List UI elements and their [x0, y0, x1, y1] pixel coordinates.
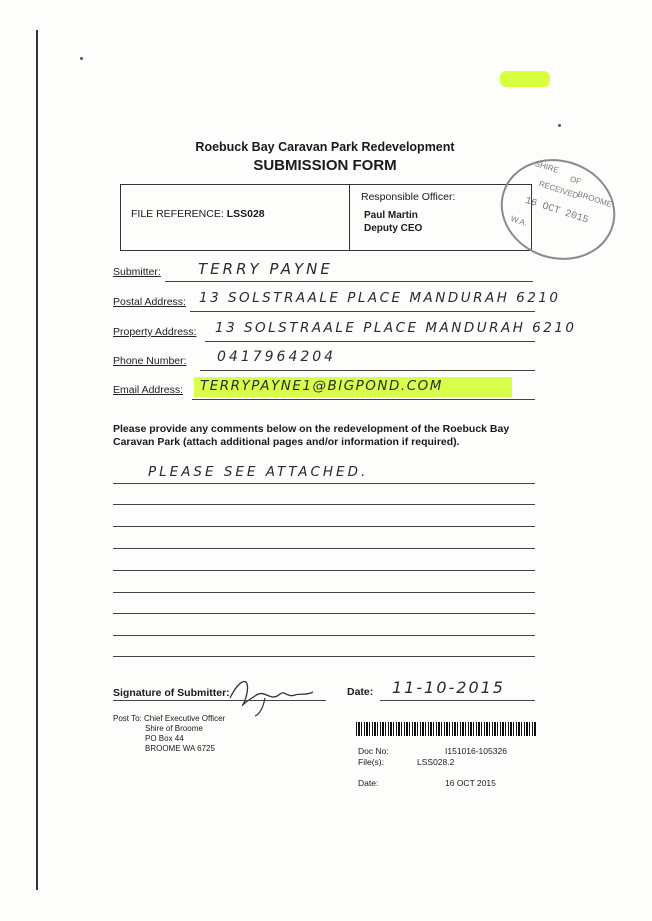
postal-address-label: Postal Address: [113, 296, 186, 308]
file-reference-label: FILE REFERENCE: [131, 208, 224, 220]
highlight-mark [500, 71, 550, 87]
signature-line [113, 700, 326, 701]
doc-no-label: Doc No: [358, 746, 389, 756]
postal-address-value: 13 SOLSTRAALE PLACE MANDURAH 6210 [199, 290, 561, 306]
stamp-date: 16 OCT 2015 [523, 195, 590, 227]
postal-address-line [190, 311, 535, 312]
email-address-label: Email Address: [113, 384, 184, 396]
property-address-label: Property Address: [113, 326, 197, 338]
phone-number-label: Phone Number: [113, 355, 187, 367]
email-address-value: TERRYPAYNE1@BIGPOND.COM [200, 378, 443, 394]
officer-name: Paul Martin [364, 210, 418, 221]
files-value: LSS028.2 [417, 757, 455, 767]
barcode [356, 722, 536, 736]
stamp-state: W.A. [509, 214, 529, 228]
post-to-line2: Shire of Broome [145, 724, 203, 733]
doc-no-value: I151016-105326 [445, 746, 507, 756]
scan-dot [80, 57, 83, 60]
comments-instructions: Please provide any comments below on the… [113, 423, 510, 448]
comment-line [113, 592, 535, 593]
doc-date-label: Date: [358, 778, 379, 788]
stamp-line3: BROOME [576, 189, 614, 210]
property-address-value: 13 SOLSTRAALE PLACE MANDURAH 6210 [215, 320, 577, 336]
email-address-line [192, 399, 535, 400]
scan-dot [558, 124, 561, 127]
signature-label: Signature of Submitter: [113, 687, 230, 699]
stamp-line2: OF [568, 174, 583, 187]
comment-first-line: PLEASE SEE ATTACHED. [148, 464, 369, 480]
comment-line [113, 548, 535, 549]
stamp-line1: SHIRE [533, 158, 560, 176]
scan-margin-line [36, 30, 38, 890]
comment-line [113, 483, 535, 484]
file-reference-box: FILE REFERENCE: LSS028 Responsible Offic… [120, 184, 532, 251]
comment-line [113, 656, 535, 657]
file-reference: FILE REFERENCE: LSS028 [131, 208, 265, 220]
post-to-line4: BROOME WA 6725 [145, 744, 215, 753]
responsible-officer-label: Responsible Officer: [361, 191, 456, 203]
doc-date-value: 16 OCT 2015 [445, 778, 496, 788]
date-label: Date: [347, 686, 374, 698]
submitter-line [165, 281, 533, 282]
submitter-value: TERRY PAYNE [198, 260, 333, 278]
form-title-line2: SUBMISSION FORM [253, 157, 397, 174]
comment-line [113, 613, 535, 614]
date-value: 11-10-2015 [392, 678, 505, 697]
post-to-line3: PO Box 44 [145, 734, 184, 743]
officer-title: Deputy CEO [364, 223, 423, 234]
form-title-line1: Roebuck Bay Caravan Park Redevelopment [195, 140, 455, 154]
post-to-line1: Post To: Chief Executive Officer [113, 714, 226, 723]
comment-line [113, 504, 535, 505]
comment-line [113, 635, 535, 636]
comment-line [113, 526, 535, 527]
submitter-label: Submitter: [113, 266, 161, 278]
box-divider [349, 185, 350, 250]
signature-image [229, 680, 314, 717]
property-address-line [205, 341, 535, 342]
email-highlight [194, 377, 512, 397]
phone-number-line [200, 370, 535, 371]
phone-number-value: 0417964204 [217, 349, 337, 365]
comment-line [113, 570, 535, 571]
file-reference-value: LSS028 [226, 208, 265, 220]
date-line [380, 700, 535, 701]
files-label: File(s): [358, 757, 384, 767]
